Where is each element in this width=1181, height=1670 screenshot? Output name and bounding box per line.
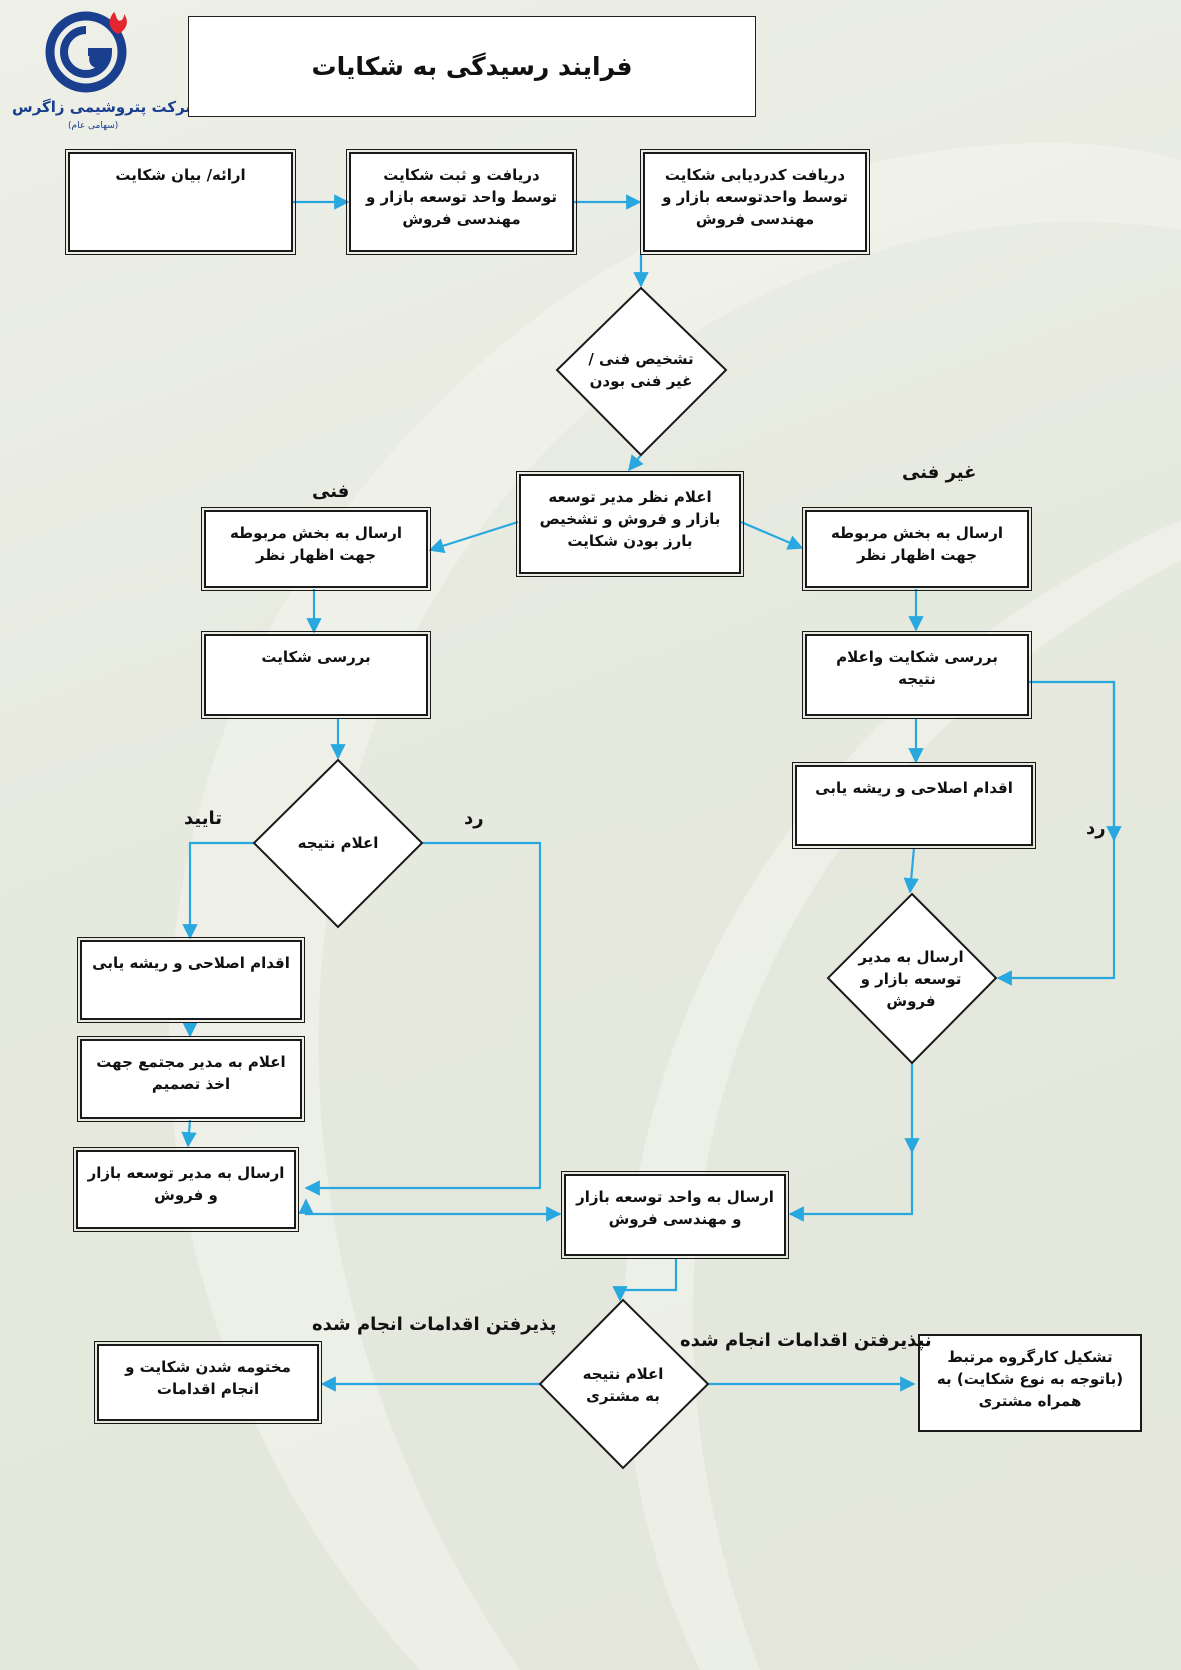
arrow-manager-nontech xyxy=(740,520,804,550)
diamond-customer xyxy=(538,1298,710,1470)
node-tracking-code: دریافت کدردیابی شکایت توسط واحدتوسعه باز… xyxy=(640,149,870,255)
node-announce-complex: اعلام به مدیر مجتمع جهت اخذ تصمیم xyxy=(77,1036,305,1122)
arrow-manager-unit xyxy=(298,1198,562,1222)
arrow-diag-manager xyxy=(628,454,644,472)
node-receive-register: دریافت و ثبت شکایت توسط واحد توسعه بازار… xyxy=(346,149,577,255)
label-reject-left: رد xyxy=(464,808,484,829)
node-send-nontech: ارسال به بخش مربوطه جهت اظهار نظر xyxy=(802,507,1032,591)
arrow-approve xyxy=(182,841,254,940)
label-reject-right: رد xyxy=(1086,818,1106,839)
node-workgroup: تشکیل کارگروه مرتبط (باتوجه به نوع شکایت… xyxy=(918,1334,1142,1432)
label-technical: فنی xyxy=(312,481,350,502)
diamond-send-manager-text: ارسال به مدیر توسعه بازار و فروش xyxy=(858,948,964,1010)
arrow-complex-manager xyxy=(181,1119,197,1148)
node-submit-complaint: ارائه/ بیان شکایت xyxy=(65,149,296,255)
node-corrective-left: اقدام اصلاحی و ریشه یابی xyxy=(77,937,305,1023)
arrow-diag-unit xyxy=(788,1152,914,1222)
node-send-unit: ارسال به واحد توسعه بازار و مهندسی فروش xyxy=(561,1171,789,1259)
arrow-reject-left xyxy=(304,841,542,1196)
node-send-manager-left: ارسال به مدیر توسعه بازار و فروش xyxy=(73,1147,299,1232)
diamond-tech-diagnosis-text: تشخیص فنی /غیر فنی بودن xyxy=(588,350,694,390)
node-manager-opinion: اعلام نظر مدیر توسعه بازار و فروش و تشخی… xyxy=(516,471,744,577)
arrow-manager-tech xyxy=(428,520,519,554)
label-approve: تایید xyxy=(184,808,223,829)
diamond-tech-diagnosis xyxy=(555,286,728,457)
label-not-accepted: نپذیرفتن اقدامات انجام شده xyxy=(680,1330,932,1351)
company-logo-icon xyxy=(45,11,127,93)
diamond-result xyxy=(252,758,424,929)
arrow-unit-customer xyxy=(612,1258,678,1302)
diamond-result-text: اعلام نتیجه xyxy=(297,834,379,852)
diamond-send-manager xyxy=(826,892,998,1065)
page-title: فرایند رسیدگی به شکایات xyxy=(188,16,756,117)
diamond-customer-text: اعلام نتیجه به مشتری xyxy=(582,1365,664,1405)
label-non-technical: غیر فنی xyxy=(902,462,977,483)
node-review: بررسی شکایت xyxy=(201,631,431,719)
company-name: شرکت پتروشیمی زاگرس xyxy=(12,98,201,116)
node-closed: مختومه شدن شکایت و انجام اقدامات xyxy=(94,1341,322,1424)
node-review-announce: بررسی شکایت واعلام نتیجه xyxy=(802,631,1032,719)
company-subtitle: (سهامی عام) xyxy=(68,121,119,131)
arrow-corrective-diag xyxy=(903,847,919,894)
label-accepted: پذیرفتن اقدامات انجام شده xyxy=(312,1314,557,1335)
node-corrective-right: اقدام اصلاحی و ریشه یابی xyxy=(792,762,1036,849)
node-send-tech: ارسال به بخش مربوطه جهت اظهار نظر xyxy=(201,507,431,591)
